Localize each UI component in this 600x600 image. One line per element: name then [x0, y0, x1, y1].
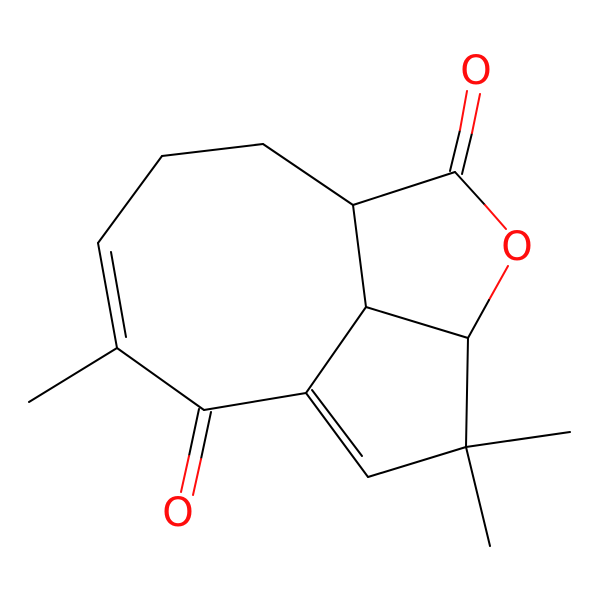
bond-c13-c7: [352, 204, 367, 308]
bond-c11-c12: [161, 143, 264, 157]
bond-c7-c8: [365, 306, 469, 339]
bond-o-top-a: [459, 90, 468, 131]
oxygen-atom-ring: O: [501, 224, 532, 270]
bond-c6-c4: [203, 392, 307, 411]
bond-c3-c10: [97, 242, 118, 349]
bond-c14-o-top-a: [449, 129, 461, 172]
bond-o-bottom-a: [180, 455, 190, 493]
bond-c3-methyl: [28, 347, 118, 403]
bond-c12-c13: [262, 143, 354, 206]
bond-c4-c3: [116, 347, 205, 411]
bond-c5-c6: [305, 392, 369, 478]
bond-oring-lower: [488, 265, 509, 301]
bond-o-bottom-b: [192, 458, 202, 496]
bond-o-top-b: [471, 93, 481, 134]
bond-c14-o-top-b: [461, 132, 473, 175]
bond-c14-oring: [454, 171, 486, 206]
bond-oring-c8: [467, 299, 490, 339]
oxygen-atom-carbonyl-top: O: [460, 48, 491, 94]
bond-c13-c14: [352, 171, 456, 206]
bond-c3-c10-inner: [110, 251, 127, 338]
bond-c4-o-bottom-b: [200, 411, 212, 460]
bond-c4-o-bottom-a: [188, 408, 200, 457]
bond-c9-c5: [367, 446, 467, 478]
bond-oring-upper: [484, 204, 507, 230]
oxygen-atom-carbonyl-bottom: O: [162, 490, 193, 536]
bond-c9-me2: [465, 446, 491, 547]
bond-c7-c6: [305, 306, 367, 394]
bond-c8-c9: [465, 337, 469, 448]
bond-c9-me1: [465, 431, 571, 448]
bond-c10-c11: [97, 155, 163, 244]
bond-c5-c6-inner: [311, 389, 363, 457]
